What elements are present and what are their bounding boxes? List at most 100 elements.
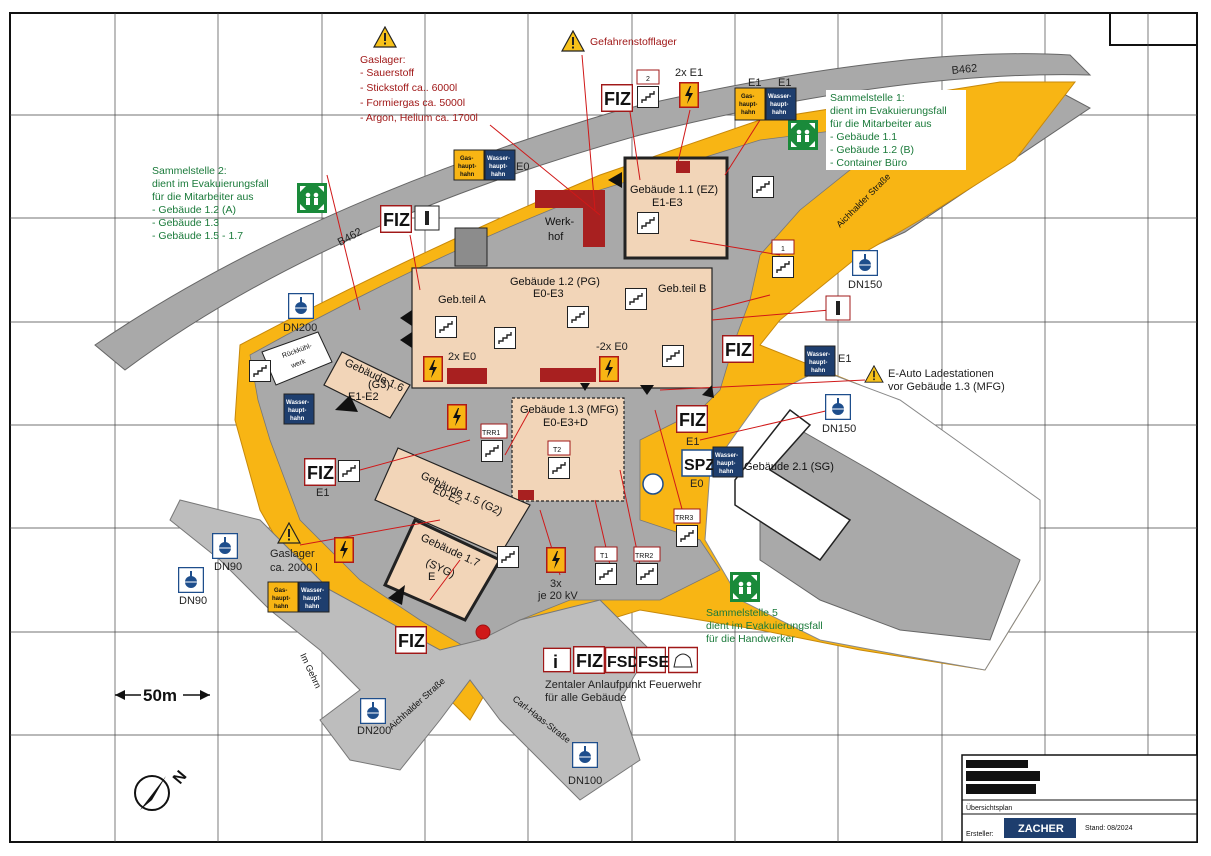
svg-text:Wasser-: Wasser- [807,352,830,358]
fsd-sign: FSD [605,646,639,674]
gaslager2-line-2: ca. 2000 l [270,562,318,574]
sammel1-line-4: - Gebäude 1.1 [830,131,897,143]
svg-text:FIZ: FIZ [576,651,603,671]
buildings [261,156,729,622]
svg-text:Wasser-: Wasser- [301,588,324,594]
svg-text:Wasser-: Wasser- [286,400,309,406]
g11-title: Gebäude 1.1 (EZ) [630,184,718,196]
info-sign: i [543,647,571,673]
kv-line-2: je 20 kV [537,590,578,602]
svg-text:T2: T2 [553,447,561,454]
sammel1-line-2: dient im Evakuierungsfall [830,105,947,117]
hydrants: DN200 DN150 DN150 DN90 DN90 DN200 DN100 [178,250,882,787]
label-e1-right: E1 [838,353,851,365]
sammel1-line-1: Sammelstelle 1: [830,92,905,104]
svg-text:SPZ: SPZ [684,457,715,474]
svg-text:1: 1 [781,246,785,253]
hydrant-dn90-a-icon [212,533,238,559]
svg-text:DN200: DN200 [283,322,317,334]
svg-text:DN150: DN150 [822,423,856,435]
svg-text:Wasser-: Wasser- [487,156,510,162]
fiz-sign-1: FIZ [601,84,633,112]
hydrant-dn200-top-icon [288,293,314,319]
main-valve-signs: Gas-haupt-hahn Wasser-haupt-hahn Gas-hau… [267,87,836,613]
svg-text:i: i [553,652,558,672]
plate-labels: 2 1 TRR1 T2 T1 TRR2 TRR3 [414,69,851,562]
zentral-line-2: für alle Gebäude [545,692,626,704]
hazard-store-label: Gefahrenstofflager [590,36,677,48]
company-name: ZACHER [1018,823,1064,835]
zentral-line-1: Zentaler Anlaufpunkt Feuerwehr [545,679,702,691]
hydrant-dn150-mid-icon [825,394,851,420]
creator-label: Ersteller: [966,831,994,838]
label-e1-top-b: E1 [778,77,791,89]
gaslager2-line-1: Gaslager [270,548,315,560]
gas-valve-1: Gas-haupt-hahn [734,87,766,121]
building-13-red [518,490,534,500]
g17-floors: E [428,571,435,583]
sammel2-line-2: dient im Evakuierungsfall [152,178,269,190]
svg-text:hahn: hahn [772,110,787,116]
water-valve-6: Wasser-haupt-hahn [298,581,330,613]
hydrant-dn90-b-icon [178,567,204,593]
label-e0-spz: E0 [690,478,703,490]
svg-text:haupt-: haupt- [739,102,757,108]
svg-text:haupt-: haupt- [288,408,306,414]
building-12-red2 [540,368,596,382]
hydrant-dn200-bottom-icon [360,698,386,724]
sammel1-line-6: - Container Büro [830,157,907,169]
rueckkuehl [261,331,333,386]
svg-text:haupt-: haupt- [458,164,476,170]
hall [454,227,488,267]
fiz-sign-6: FIZ [395,626,427,654]
g13-title: Gebäude 1.3 (MFG) [520,404,618,416]
doc-type: Übersichtsplan [966,804,1012,812]
svg-text:hahn: hahn [305,604,320,610]
g21-title: Gebäude 2.1 (SG) [744,461,834,473]
svg-text:FIZ: FIZ [307,463,334,483]
svg-text:2: 2 [646,76,650,83]
spz-sign: SPZ [681,449,715,477]
label-2x-e0-b: -2x E0 [596,341,628,353]
werkhof-1: Werk- [545,216,574,228]
building-21-outline [734,408,852,562]
g12-part-b: Geb.teil B [658,283,706,295]
water-valve-4: Wasser-haupt-hahn [283,393,315,425]
kv-line-1: 3x [550,578,562,590]
central-point-marker [475,624,491,640]
svg-text:hahn: hahn [811,368,826,374]
sammel5-line-2: dient im Evakuierungsfall [706,620,823,632]
scale-bar: 50m [115,684,210,705]
g13-floors: E0-E3+D [543,417,588,429]
assembly-point-5-icon [730,572,760,602]
water-valve-5: Wasser-haupt-hahn [712,446,744,478]
eauto-line-2: vor Gebäude 1.3 (MFG) [888,381,1005,393]
svg-text:Gas-: Gas- [460,156,473,162]
g12-part-a: Geb.teil A [438,294,486,306]
svg-text:haupt-: haupt- [489,164,507,170]
svg-text:FSD: FSD [607,654,639,671]
fiz-sign-5: FIZ [304,458,336,486]
sammel1-line-5: - Gebäude 1.2 (B) [830,144,914,156]
svg-text:TRR3: TRR3 [675,515,693,522]
fiz-sign-central: FIZ [573,646,605,674]
assembly-point-1-icon [788,120,818,150]
svg-text:hahn: hahn [290,416,305,422]
svg-text:DN150: DN150 [848,279,882,291]
g11-floors: E1-E3 [652,197,683,209]
svg-text:hahn: hahn [741,110,756,116]
svg-text:Wasser-: Wasser- [715,453,738,459]
hydrant-dn100-icon [572,742,598,768]
label-e0-top: E0 [516,161,529,173]
gasstore-title: Gaslager: [360,54,406,66]
svg-text:DN90: DN90 [214,561,242,573]
svg-text:FIZ: FIZ [679,410,706,430]
werkhof-2: hof [548,231,564,243]
g12-title: Gebäude 1.2 (PG) [510,276,600,288]
svg-text:FSE: FSE [638,654,669,671]
entrance-markers [335,172,714,605]
gas-valve-2: Gas-haupt-hahn [453,149,485,181]
building-21-grey [759,429,1021,641]
label-e1-top-a: E1 [748,77,761,89]
fiz-signs: FIZ FIZ FIZ FIZ FIZ FIZ FIZ FSD FSE i SP… [304,84,754,674]
